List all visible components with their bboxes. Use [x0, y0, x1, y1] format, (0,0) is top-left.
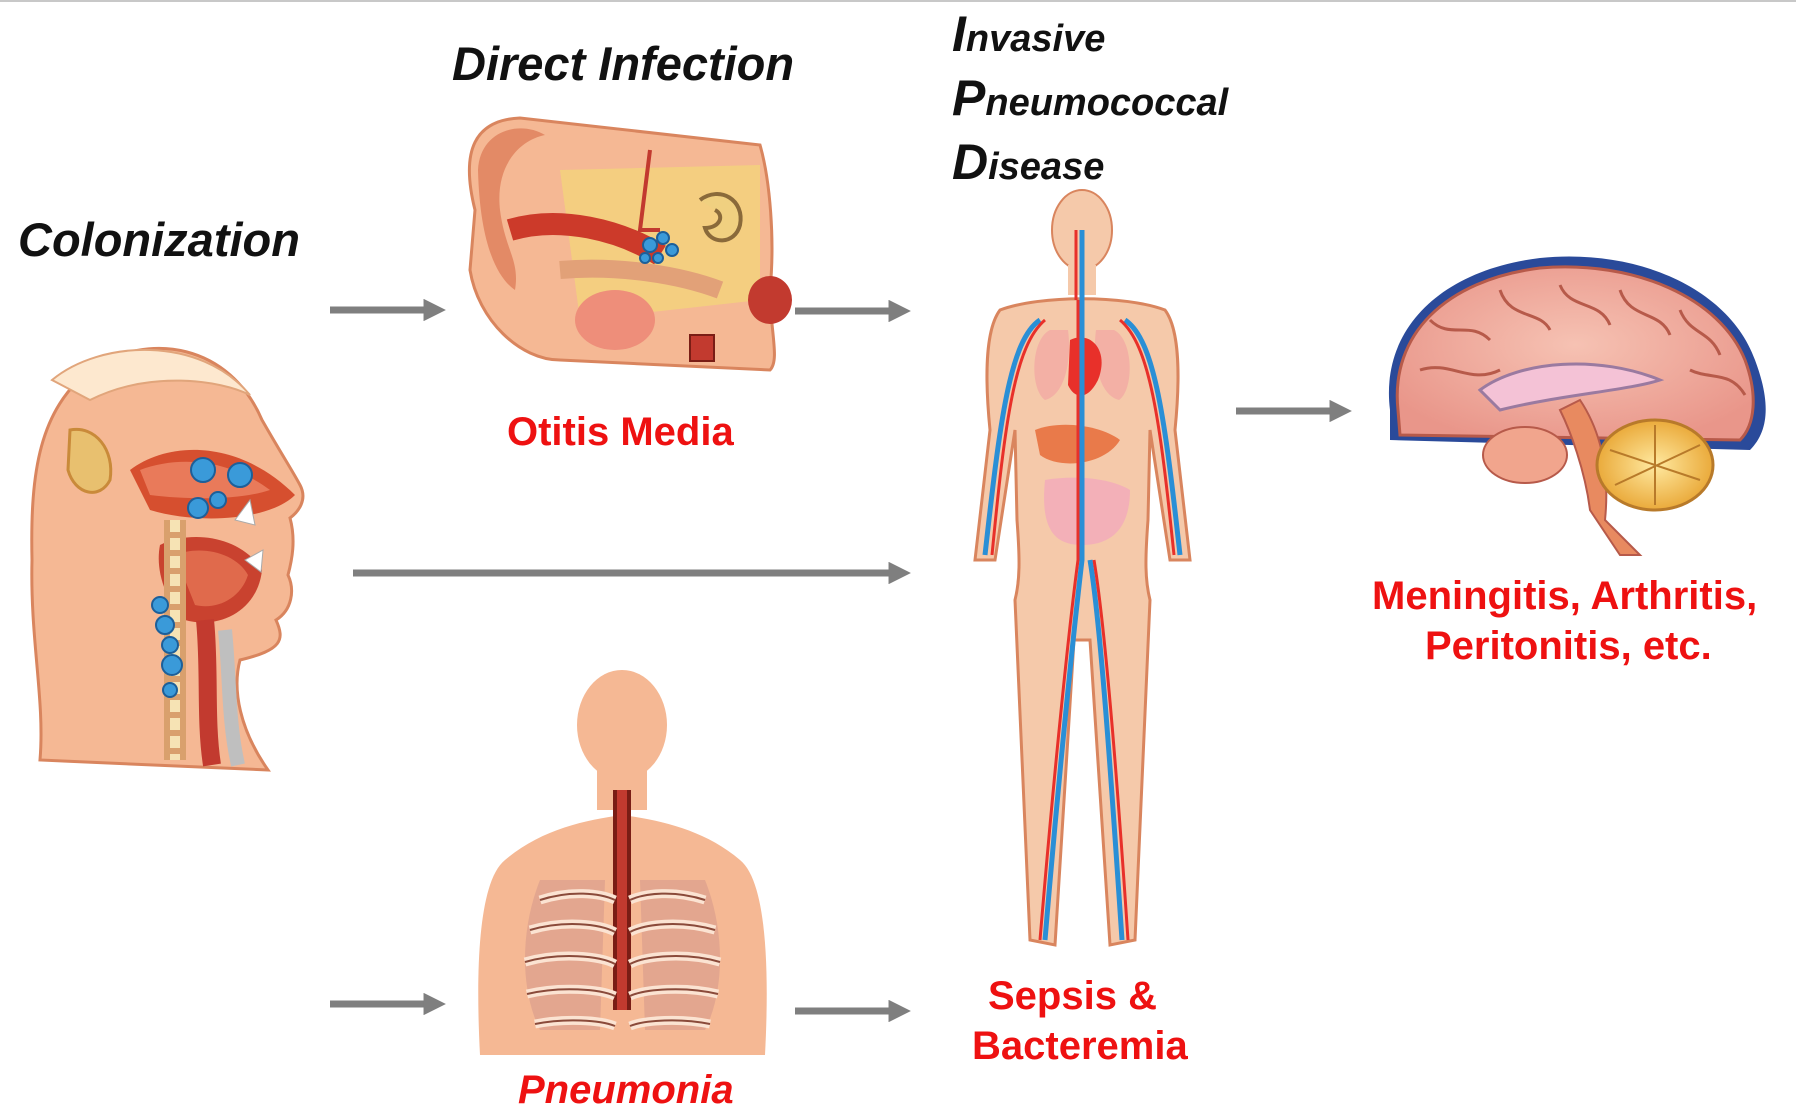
stage-label-direct-infection: Direct Infection: [452, 36, 794, 91]
ipd-rest-neumococcal: neumococcal: [985, 82, 1228, 124]
ipd-line-pneumococcal: Pneumococcal: [952, 69, 1228, 133]
stage-label-colonization: Colonization: [18, 212, 300, 267]
ipd-initial-p: P: [952, 70, 985, 126]
disease-label-complications-line1: Meningitis, Arthritis,: [1372, 574, 1757, 619]
body-circulatory-icon: [975, 190, 1190, 945]
disease-label-complications-line2: Peritonitis, etc.: [1425, 624, 1712, 669]
ipd-line-invasive: Invasive: [952, 5, 1228, 69]
ear-anatomy-icon: [469, 118, 792, 370]
disease-label-pneumonia: Pneumonia: [518, 1068, 734, 1113]
disease-label-sepsis-line1: Sepsis &: [988, 974, 1157, 1019]
ipd-rest-nvasive: nvasive: [966, 18, 1105, 60]
ipd-line-disease: Disease: [952, 133, 1228, 197]
ipd-rest-isease: isease: [988, 146, 1104, 188]
disease-label-otitis-media: Otitis Media: [507, 410, 734, 455]
stage-label-ipd: Invasive Pneumococcal Disease: [952, 5, 1228, 197]
ipd-initial-i: I: [952, 6, 966, 62]
torso-lungs-icon: [478, 670, 766, 1055]
disease-label-sepsis-line2: Bacteremia: [972, 1024, 1188, 1069]
ipd-initial-d: D: [952, 134, 988, 190]
brain-sagittal-icon: [1389, 257, 1766, 555]
head-cross-section-icon: [32, 348, 303, 770]
arrows: [330, 310, 1334, 1011]
